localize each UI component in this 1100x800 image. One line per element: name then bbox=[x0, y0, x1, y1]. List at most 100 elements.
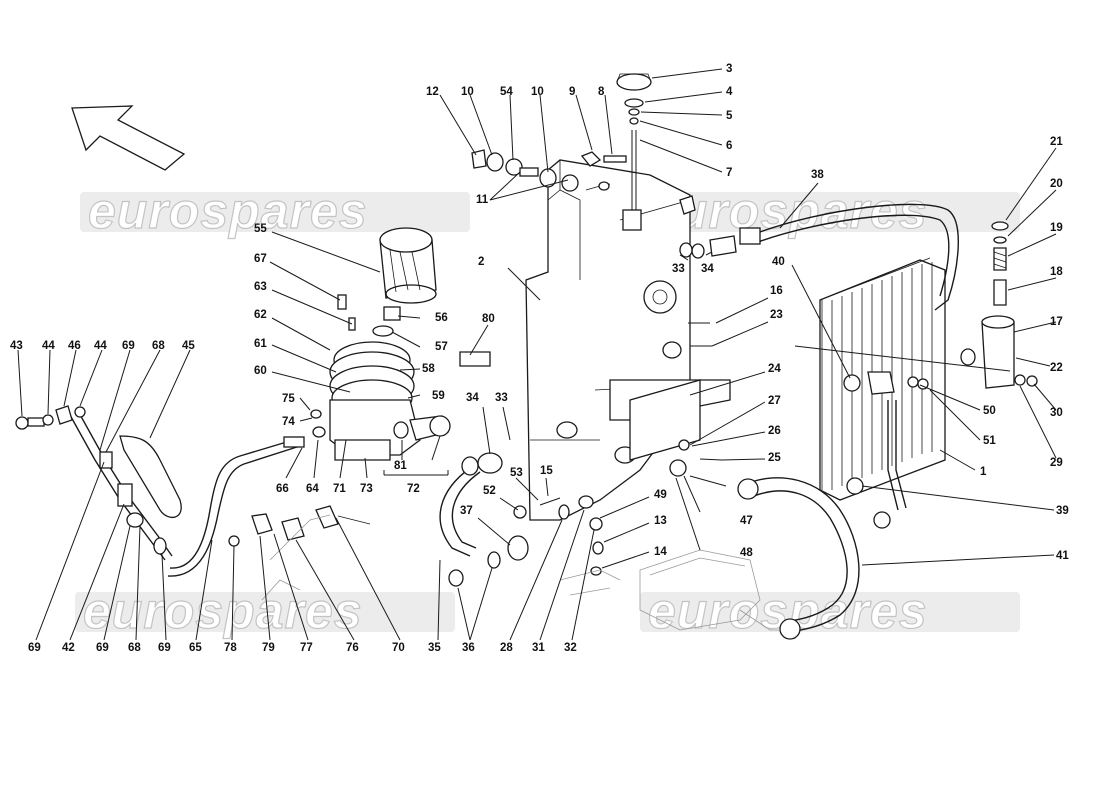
callout-label: 10 bbox=[531, 86, 544, 98]
callout-label: 3 bbox=[726, 63, 732, 75]
callout-label: 19 bbox=[1050, 222, 1063, 234]
callout-label: 33 bbox=[495, 392, 508, 404]
callout-label: 58 bbox=[422, 363, 435, 375]
callout-label: 71 bbox=[333, 483, 346, 495]
callout-label: 47 bbox=[740, 515, 753, 527]
watermark-text: eurospares bbox=[88, 183, 368, 239]
callout-label: 60 bbox=[254, 365, 267, 377]
callout-label: 69 bbox=[122, 340, 135, 352]
callout-label: 25 bbox=[768, 452, 781, 464]
thermostat-assembly bbox=[981, 221, 1038, 389]
callout-label: 44 bbox=[94, 340, 107, 352]
callout-label: 6 bbox=[726, 140, 732, 152]
callout-label: 4 bbox=[726, 86, 733, 98]
oil-tank bbox=[525, 130, 731, 521]
callout-label: 65 bbox=[189, 642, 202, 654]
callout-label: 69 bbox=[28, 642, 41, 654]
callout-label: 51 bbox=[983, 435, 996, 447]
callout-label: 77 bbox=[300, 642, 313, 654]
oil-cooler bbox=[819, 257, 976, 501]
callout-label: 70 bbox=[392, 642, 405, 654]
callout-label: 53 bbox=[510, 467, 523, 479]
leader-lines bbox=[17, 68, 1057, 641]
callout-label: 17 bbox=[1050, 316, 1063, 328]
callout-label: 78 bbox=[224, 642, 237, 654]
callout-label: 81 bbox=[394, 460, 407, 472]
callout-label: 74 bbox=[282, 416, 295, 428]
direction-arrow-icon bbox=[71, 105, 186, 171]
callout-label: 7 bbox=[726, 167, 732, 179]
callout-label: 35 bbox=[428, 642, 441, 654]
breather-fittings bbox=[471, 149, 579, 192]
callout-label: 15 bbox=[540, 465, 553, 477]
callout-label: 10 bbox=[461, 86, 474, 98]
callout-label: 34 bbox=[466, 392, 479, 404]
callout-label: 62 bbox=[254, 309, 267, 321]
callout-label: 31 bbox=[532, 642, 545, 654]
callout-label: 20 bbox=[1050, 178, 1063, 190]
callout-label: 2 bbox=[478, 256, 484, 268]
callout-label: 73 bbox=[360, 483, 373, 495]
callout-label: 68 bbox=[152, 340, 165, 352]
callout-label: 23 bbox=[770, 309, 783, 321]
callout-label: 21 bbox=[1050, 136, 1063, 148]
filter-housing bbox=[310, 341, 491, 461]
callout-label: 8 bbox=[598, 86, 605, 98]
callout-label: 41 bbox=[1056, 550, 1069, 562]
callout-label: 29 bbox=[1050, 457, 1063, 469]
callout-label: 66 bbox=[276, 483, 289, 495]
callout-label: 13 bbox=[654, 515, 667, 527]
callout-label: 14 bbox=[654, 546, 667, 558]
callout-label: 68 bbox=[128, 642, 141, 654]
callout-label: 52 bbox=[483, 485, 496, 497]
small-hardware bbox=[228, 242, 727, 576]
callout-label: 63 bbox=[254, 281, 267, 293]
oil-filter bbox=[337, 227, 437, 337]
callout-label: 34 bbox=[701, 263, 714, 275]
callout-label: 37 bbox=[460, 505, 473, 517]
background-structure bbox=[261, 514, 780, 631]
callout-label: 36 bbox=[462, 642, 475, 654]
callout-label: 1 bbox=[980, 466, 987, 478]
callout-label: 22 bbox=[1050, 362, 1063, 374]
callout-label: 48 bbox=[740, 547, 753, 559]
callout-label: 72 bbox=[407, 483, 420, 495]
callout-label: 40 bbox=[772, 256, 785, 268]
callout-label: 49 bbox=[654, 489, 667, 501]
callout-label: 12 bbox=[426, 86, 439, 98]
callout-label: 59 bbox=[432, 390, 445, 402]
callout-label: 26 bbox=[768, 425, 781, 437]
callout-label: 55 bbox=[254, 223, 267, 235]
callout-label: 16 bbox=[770, 285, 783, 297]
callout-label: 18 bbox=[1050, 266, 1063, 278]
callout-label: 69 bbox=[158, 642, 171, 654]
callout-label: 76 bbox=[346, 642, 359, 654]
callout-label: 28 bbox=[500, 642, 513, 654]
callout-label: 50 bbox=[983, 405, 996, 417]
tank-cap-assembly bbox=[580, 73, 696, 215]
callout-label: 32 bbox=[564, 642, 577, 654]
callout-label: 80 bbox=[482, 313, 495, 325]
callout-label: 56 bbox=[435, 312, 448, 324]
callout-label: 27 bbox=[768, 395, 781, 407]
callout-label: 45 bbox=[182, 340, 195, 352]
callout-label: 43 bbox=[10, 340, 23, 352]
callout-label: 44 bbox=[42, 340, 55, 352]
callout-label: 24 bbox=[768, 363, 781, 375]
callout-label: 46 bbox=[68, 340, 81, 352]
callout-label: 11 bbox=[476, 194, 489, 206]
callout-label: 57 bbox=[435, 341, 448, 353]
callout-label: 39 bbox=[1056, 505, 1069, 517]
callout-label: 61 bbox=[254, 338, 267, 350]
callout-label: 9 bbox=[569, 86, 575, 98]
callout-label: 67 bbox=[254, 253, 267, 265]
callout-label: 33 bbox=[672, 263, 685, 275]
watermark-text: eurospares bbox=[83, 583, 363, 639]
callout-label: 42 bbox=[62, 642, 75, 654]
callout-label: 75 bbox=[282, 393, 295, 405]
callout-label: 38 bbox=[811, 169, 824, 181]
callout-label: 30 bbox=[1050, 407, 1063, 419]
callout-labels: 12 10 54 10 9 8 3 4 5 6 7 11 38 21 20 19… bbox=[10, 63, 1069, 654]
callout-label: 64 bbox=[306, 483, 319, 495]
